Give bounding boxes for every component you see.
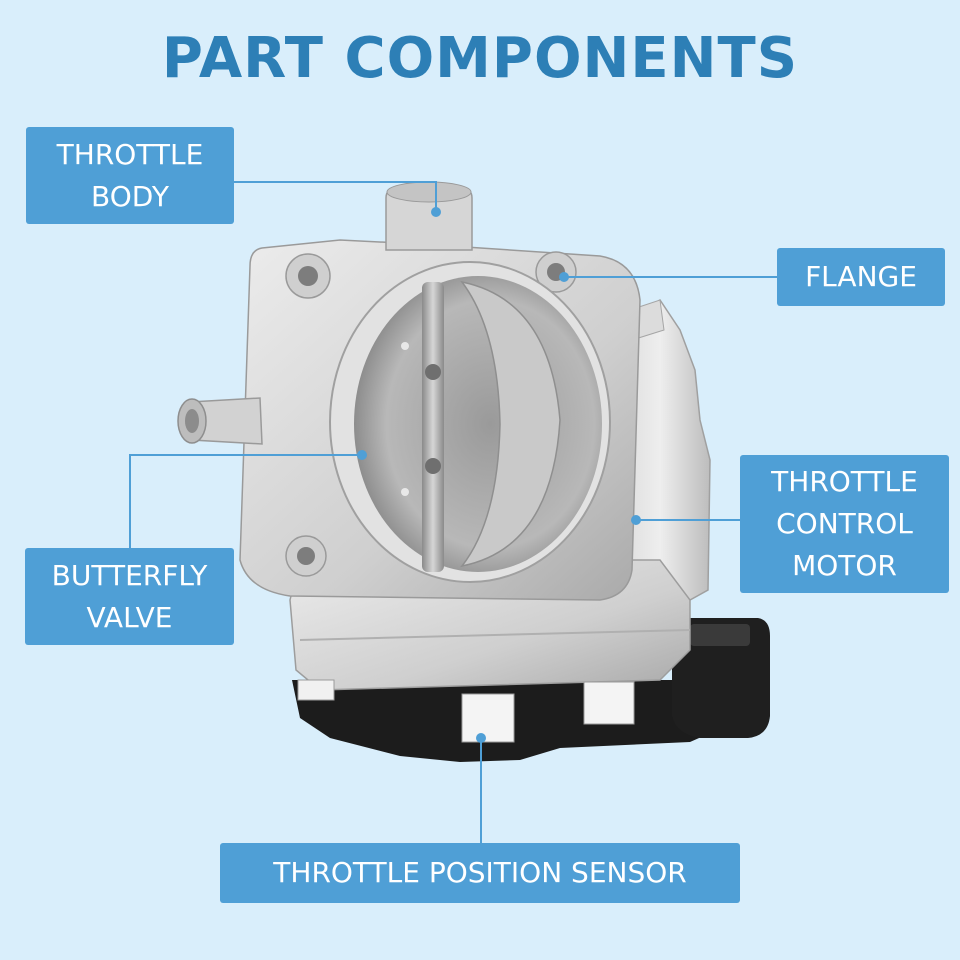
label-flange: FLANGE: [777, 248, 945, 306]
leader-throttle-body: [234, 181, 437, 212]
label-line: MOTOR: [792, 549, 897, 582]
label-line: BUTTERFLY: [51, 558, 208, 592]
valve-shaft: [422, 282, 444, 572]
leader-butterfly: [129, 454, 362, 548]
label-line: THROTTLE: [771, 465, 918, 498]
electrical-connector: [672, 618, 770, 738]
flange-bolt-holes: [285, 251, 577, 577]
label-line: BODY: [91, 179, 169, 213]
sensor-clips: [297, 679, 635, 743]
label-throttle-body: THROTTLE BODY: [26, 127, 234, 224]
label-line: CONTROL: [776, 507, 913, 540]
label-line: FLANGE: [805, 260, 917, 293]
page-title: PART COMPONENTS: [161, 26, 799, 91]
label-throttle-control-motor: THROTTLE CONTROL MOTOR: [740, 455, 949, 593]
label-line: THROTTLE POSITION SENSOR: [273, 856, 687, 889]
label-line: VALVE: [86, 600, 173, 634]
butterfly-plate: [460, 280, 561, 568]
label-butterfly-valve: BUTTERFLY VALVE: [25, 548, 234, 645]
label-line: THROTTLE: [56, 137, 204, 171]
leader-lines: [129, 181, 777, 843]
bore: [354, 276, 602, 572]
leader-dots: [357, 207, 641, 743]
label-throttle-position-sensor: THROTTLE POSITION SENSOR: [220, 843, 740, 903]
